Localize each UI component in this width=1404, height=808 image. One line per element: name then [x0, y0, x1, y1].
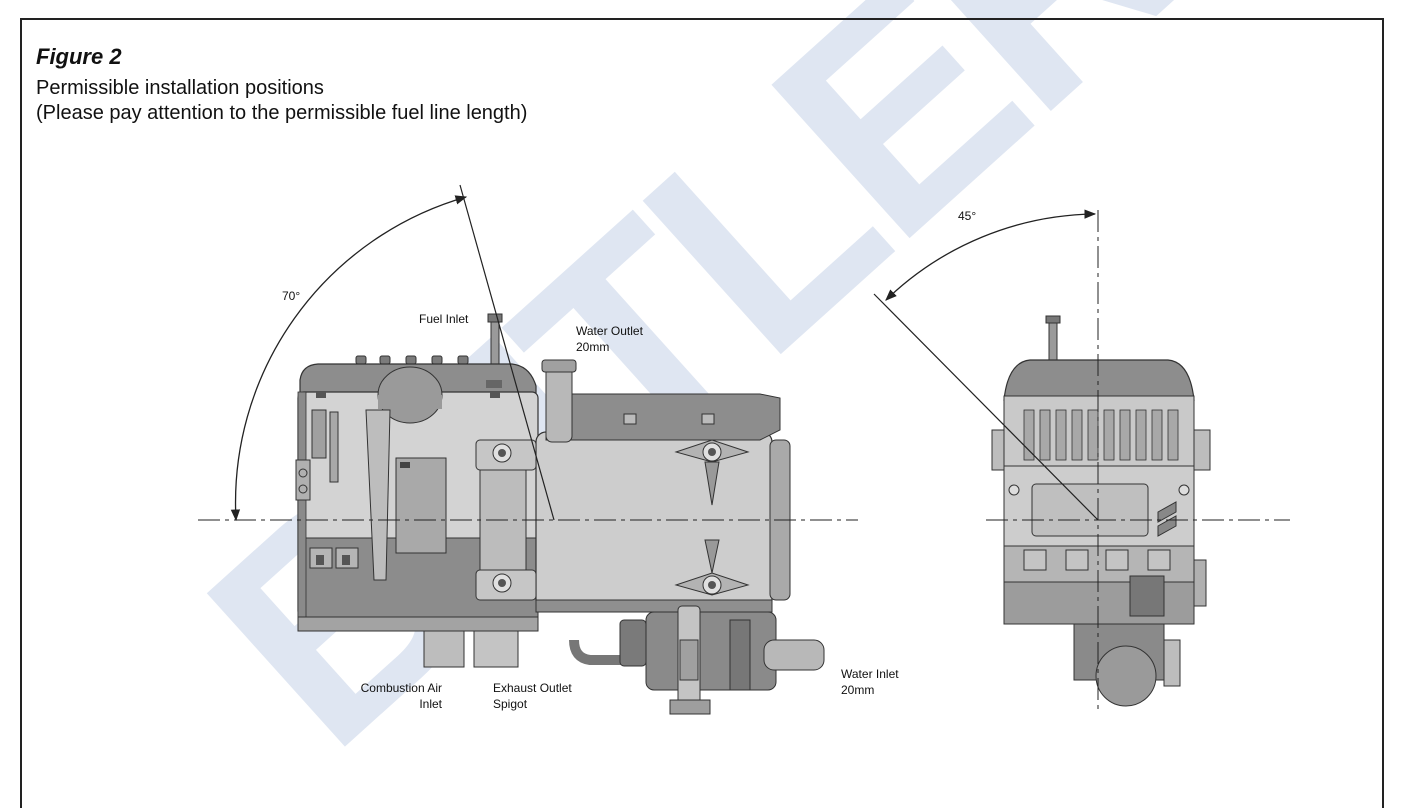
- angle-label-70: 70°: [282, 289, 301, 303]
- figure-subtitle: Permissible installation positions (Plea…: [36, 76, 527, 126]
- combustion-air-inlet-label: Combustion Air Inlet: [360, 681, 442, 711]
- angle-label-45: 45°: [958, 209, 977, 223]
- side-view-angle: [198, 184, 858, 522]
- front-view-angle: [873, 209, 1290, 710]
- side-view: [295, 313, 825, 715]
- figure-frame: [20, 18, 1384, 808]
- exhaust-outlet-label: Exhaust Outlet Spigot: [493, 681, 572, 711]
- water-inlet-label: Water Inlet 20mm: [841, 667, 899, 697]
- front-view: [991, 315, 1211, 707]
- water-outlet-label: Water Outlet 20mm: [576, 324, 643, 354]
- subtitle-line-2: (Please pay attention to the permissible…: [36, 102, 528, 124]
- figure-title: Figure 2: [36, 44, 122, 69]
- fuel-inlet-label: Fuel Inlet: [419, 312, 469, 326]
- subtitle-line-1: Permissible installation positions: [36, 77, 324, 99]
